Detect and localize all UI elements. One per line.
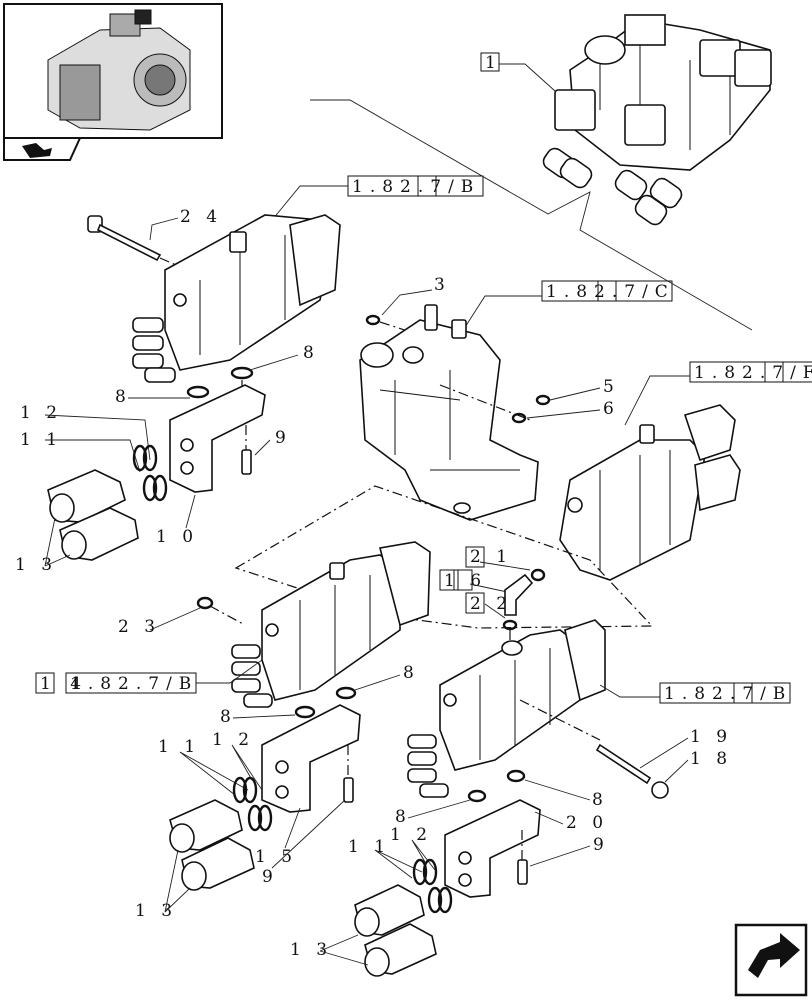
callout-22: 2 2 (470, 594, 512, 614)
callout-3: 3 (434, 275, 450, 295)
callout-8-upper: 8 (303, 343, 319, 363)
lower-left-valve-block (231, 541, 431, 708)
callout-12-lower-left: 1 2 (212, 730, 254, 750)
callout-9-lower-right: 9 (593, 835, 609, 855)
right-section: 1.82.7/F (559, 361, 812, 581)
reference-1-82-4-7-C[interactable]: 1.82.7/C (541, 280, 675, 302)
bolt-9-upper (241, 425, 252, 475)
boxed-number-16: 1 6 (439, 569, 486, 591)
upper-left-section: 1.82.7/B 2 4 8 8 (15, 175, 484, 575)
callout-11-lower-right: 1 1 (348, 837, 390, 857)
callout-13-lower-right: 1 3 (290, 940, 332, 960)
callout-8-lower-right-a: 8 (592, 790, 608, 810)
svg-text:1.82.7/B: 1.82.7/B (664, 684, 792, 704)
callout-13-lower-left: 1 3 (135, 901, 177, 921)
catalog-icon[interactable] (22, 143, 52, 158)
callout-24: 2 4 (180, 207, 222, 227)
reference-1-82-7-B-lower[interactable]: 1 4 1.82.7/B (35, 672, 198, 694)
svg-text:1 6: 1 6 (444, 571, 486, 591)
couplers-13-lower-left (169, 799, 255, 891)
callout-8-lower-b: 8 (220, 707, 236, 727)
center-valve-block (359, 304, 539, 521)
svg-text:1 4: 1 4 (40, 674, 88, 694)
next-page-arrow-icon[interactable] (734, 923, 808, 997)
callout-18: 1 8 (690, 749, 732, 769)
couplers-13-upper (47, 469, 139, 561)
lower-left-section: 2 3 1 4 1.82.7/B 8 8 1 1 1 2 (35, 541, 431, 921)
callout-19: 1 9 (690, 727, 732, 747)
callout-5: 5 (603, 377, 619, 397)
callout-20: 2 0 (566, 813, 608, 833)
lower-right-section: 2 1 1 6 2 2 (290, 546, 792, 977)
bolt-24 (87, 215, 193, 273)
svg-text:1.82.7/C: 1.82.7/C (546, 282, 675, 302)
reference-1-82-2-7-B[interactable]: 1.82.7/B (347, 175, 484, 197)
seal-rings-lower-right (412, 858, 453, 914)
valve-stack-assembly: 1 (480, 14, 772, 226)
callout-8-lower-a: 8 (403, 663, 419, 683)
lower-right-valve-block (407, 619, 606, 798)
manifold-15 (261, 704, 361, 813)
manifold-20 (444, 799, 541, 898)
right-valve-block (559, 404, 741, 581)
seal-rings-upper (132, 444, 168, 502)
callout-13-upper: 1 3 (15, 555, 57, 575)
bolt-9-lower-left (343, 745, 354, 803)
boxed-number-1: 1 (485, 53, 501, 73)
upper-valve-block (132, 214, 341, 383)
callout-11-lower-left: 1 1 (158, 737, 200, 757)
callout-10: 1 0 (156, 527, 198, 547)
couplers-13-lower-right (354, 884, 437, 977)
reference-1-82-7-7-F[interactable]: 1.82.7/F (689, 361, 812, 383)
tractor-thumbnail-icon[interactable] (3, 3, 223, 161)
svg-text:1.82.7/B: 1.82.7/B (352, 177, 480, 197)
callout-9-lower-left: 9 (262, 867, 278, 887)
manifold-10 (169, 384, 266, 493)
callout-15: 1 5 (255, 847, 297, 867)
svg-text:1.82.7/F: 1.82.7/F (694, 363, 812, 383)
center-section: 1.82.7/C 3 5 6 (359, 275, 675, 521)
callout-12-lower-right: 1 2 (390, 825, 432, 845)
callout-8-lower-right-b: 8 (395, 807, 411, 827)
callout-9-upper: 9 (275, 428, 291, 448)
callout-8-left: 8 (115, 387, 131, 407)
svg-text:1.82.7/B: 1.82.7/B (70, 674, 198, 694)
callout-21: 2 1 (470, 547, 512, 567)
callout-23: 2 3 (118, 617, 160, 637)
seal-rings-lower-left (232, 776, 273, 832)
callout-6: 6 (603, 399, 619, 419)
callout-11-upper: 1 1 (20, 430, 62, 450)
reference-1-82-1-7-B[interactable]: 1.82.7/B (659, 682, 792, 704)
bolt-9-lower-right (517, 830, 528, 885)
callout-12-upper: 1 2 (20, 403, 62, 423)
bolt-19 (595, 743, 669, 799)
